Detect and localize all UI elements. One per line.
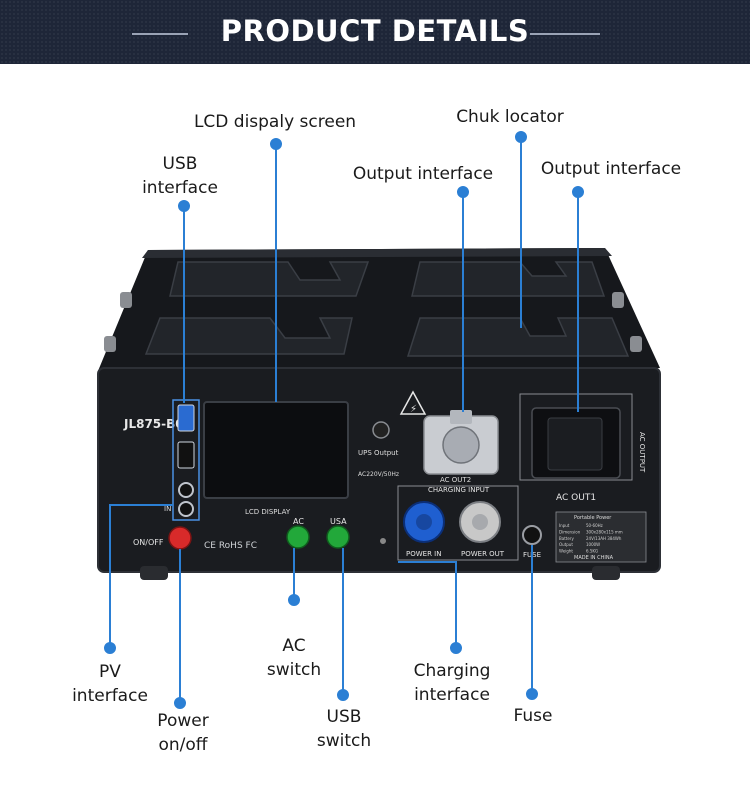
label-pv-line1: PV <box>99 662 121 682</box>
svg-text:AC220V/50Hz: AC220V/50Hz <box>358 471 399 478</box>
svg-text:MADE IN CHINA: MADE IN CHINA <box>574 555 614 561</box>
label-output-interface-right: Output interface <box>540 159 682 179</box>
label-charging-line2: interface <box>414 685 490 705</box>
pv-connector-2 <box>178 501 194 517</box>
banner-line-right <box>530 33 600 35</box>
ac-switch-button <box>286 525 310 549</box>
spec-row-key: Battery <box>559 536 574 541</box>
svg-text:AC OUT1: AC OUT1 <box>556 493 596 503</box>
spec-row-key: Weight <box>559 549 573 554</box>
spec-row-key: Input <box>559 523 570 528</box>
label-ac-switch-line2: switch <box>266 660 322 680</box>
svg-text:ON/OFF: ON/OFF <box>133 538 164 547</box>
svg-text:AC OUTPUT: AC OUTPUT <box>638 432 646 473</box>
top-plate-right-2 <box>406 317 630 357</box>
label-chuk-locator: Chuk locator <box>456 107 564 127</box>
svg-text:LCD DISPLAY: LCD DISPLAY <box>245 508 291 516</box>
label-lcd-screen: LCD dispaly screen <box>193 112 357 132</box>
label-pv-line2: interface <box>72 686 148 706</box>
label-usb-switch-line2: switch <box>316 731 372 751</box>
svg-text:POWER OUT: POWER OUT <box>461 550 505 558</box>
usb-switch-button <box>326 525 350 549</box>
label-power-line1: Power <box>157 711 209 731</box>
svg-text:CE RoHS FC: CE RoHS FC <box>204 541 257 551</box>
label-usb-interface-line2: interface <box>142 178 218 198</box>
usb-ports-frame <box>172 399 200 521</box>
top-plate-left-1 <box>169 261 370 297</box>
top-plate-right-1 <box>411 261 606 297</box>
charging-input-frame <box>397 485 519 561</box>
spec-row-value: 6.5KG <box>586 549 598 554</box>
svg-text:Portable Power: Portable Power <box>574 515 612 521</box>
usb-port-a <box>177 404 195 432</box>
model-marking: JL875-B03 <box>123 417 192 431</box>
svg-text:⚡: ⚡ <box>410 404 417 415</box>
pv-connector-1 <box>178 482 194 498</box>
label-usb-interface-line1: USB <box>162 154 198 174</box>
spec-row-value: 50-60Hz <box>586 523 603 528</box>
spec-row-value: 24V/13AH 384Wh <box>586 536 622 541</box>
svg-text:USA: USA <box>330 517 347 526</box>
svg-text:CHARGING INPUT: CHARGING INPUT <box>428 486 490 494</box>
spec-row-key: Dimension <box>559 529 581 534</box>
spec-row-value: 300x280x115 mm <box>586 529 623 534</box>
spec-plate <box>555 511 647 563</box>
label-output-interface-center: Output interface <box>352 164 494 184</box>
svg-text:AC OUT2: AC OUT2 <box>440 476 471 484</box>
ups-output-port <box>372 421 390 439</box>
label-ac-switch-line1: AC <box>282 636 306 656</box>
spec-row-value: 1000W <box>586 542 600 547</box>
lcd-screen <box>203 401 349 499</box>
foot-left <box>140 566 168 580</box>
svg-text:IN: IN <box>164 505 171 513</box>
banner-line-left <box>132 33 188 35</box>
warning-triangle <box>399 390 427 415</box>
svg-text:AC: AC <box>293 517 304 526</box>
spec-row-key: Output <box>559 542 573 547</box>
svg-text:POWER IN: POWER IN <box>406 550 441 558</box>
foot-right <box>592 566 620 580</box>
power-button <box>168 526 192 550</box>
svg-text:UPS Output: UPS Output <box>358 449 399 457</box>
title-banner: PRODUCT DETAILS <box>0 0 750 64</box>
svg-text:FUSE: FUSE <box>523 551 541 559</box>
label-power-line2: on/off <box>158 735 208 755</box>
usb-port-b <box>177 441 195 469</box>
label-fuse: Fuse <box>513 706 553 726</box>
label-charging-line1: Charging <box>413 661 491 681</box>
banner-title: PRODUCT DETAILS <box>220 14 530 48</box>
label-usb-switch-line1: USB <box>326 707 362 727</box>
ac-out1-frame <box>519 393 633 481</box>
fuse-holder <box>522 525 542 545</box>
